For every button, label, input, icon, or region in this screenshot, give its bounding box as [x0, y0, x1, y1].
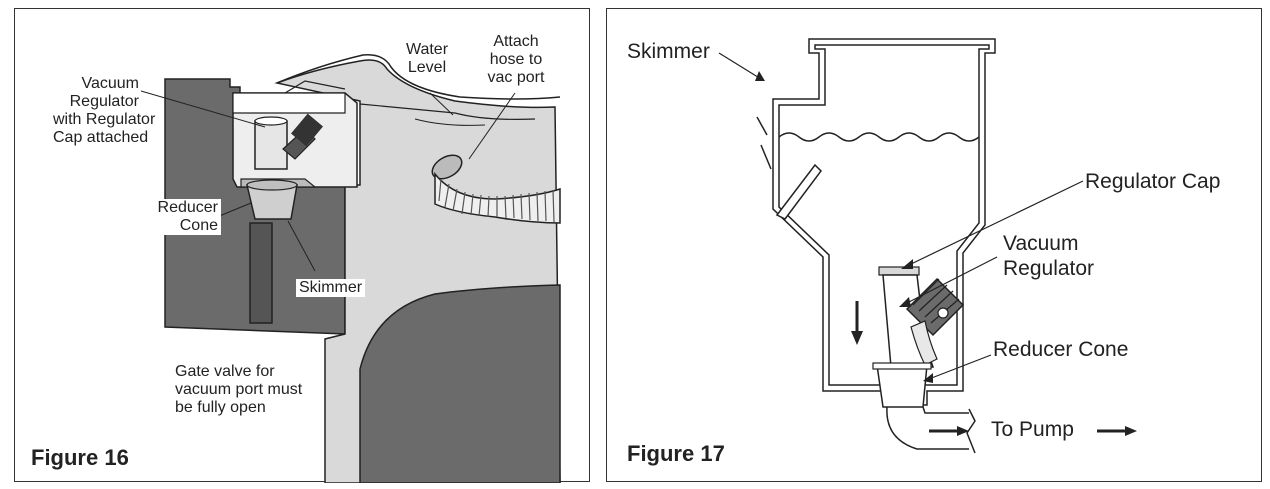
- label-gate-valve: Gate valve for vacuum port must be fully…: [175, 363, 303, 416]
- figure-17-illustration: [718, 38, 1137, 454]
- figure-16-panel: Vacuum Regulator with Regulator Cap atta…: [14, 8, 590, 483]
- pool-interior: [359, 284, 561, 483]
- vac-hose: [434, 171, 561, 224]
- figure-17-panel: Skimmer Regulator Cap Vacuum Regulator R…: [606, 8, 1262, 482]
- reducer-cone: [876, 364, 928, 408]
- skimmer-pipe: [249, 222, 273, 324]
- figure-17-title: Figure 17: [627, 441, 725, 466]
- label-water-level: Water Level: [405, 41, 449, 76]
- label-regulator-cap: Regulator Cap: [1085, 170, 1221, 193]
- vac-port: [431, 154, 463, 180]
- figure-16-illustration: [140, 54, 561, 483]
- label-skimmer: Skimmer: [627, 40, 710, 63]
- regulator-tee: [254, 120, 288, 170]
- label-reducer-cone: Reducer Cone: [139, 199, 221, 235]
- outflow-pipe: [886, 406, 969, 450]
- label-attach-hose: Attach hose to vac port: [487, 33, 545, 86]
- label-skimmer: Skimmer: [296, 279, 366, 297]
- label-vacuum-regulator: Vacuum Regulator: [1003, 232, 1095, 280]
- label-reducer-cone: Reducer Cone: [993, 338, 1129, 361]
- skimmer-outline: [772, 38, 996, 406]
- weir-flap: [775, 163, 822, 220]
- water-line: [778, 132, 980, 142]
- figure-16-title: Figure 16: [31, 445, 129, 470]
- label-to-pump: To Pump: [991, 418, 1074, 441]
- label-vacuum-regulator: Vacuum Regulator with Regulator Cap atta…: [53, 75, 156, 146]
